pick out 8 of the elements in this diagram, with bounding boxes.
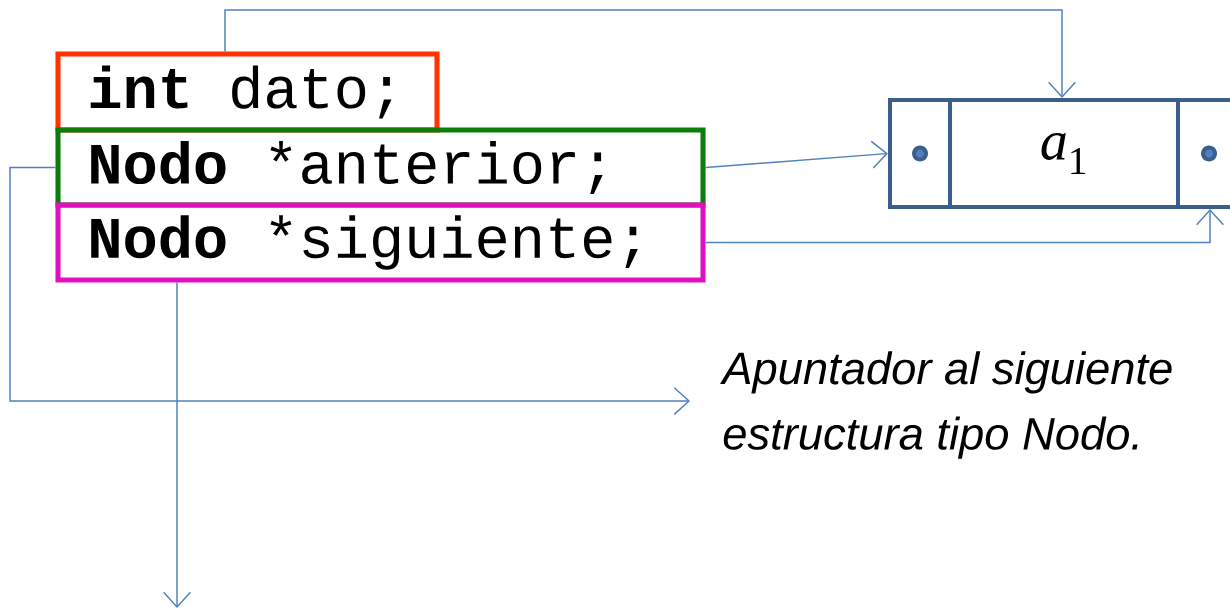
description-text: Apuntador al siguiente estructura tipo Nodo. — [720, 351, 1172, 459]
arrow — [224, 9, 1077, 98]
arrow — [704, 140, 888, 169]
arrow — [9, 166, 690, 416]
value-cell: a$_{1}$ — [948, 98, 1180, 209]
pointer-cell — [1176, 98, 1230, 209]
arrow — [704, 209, 1225, 244]
arrow — [162, 281, 192, 608]
